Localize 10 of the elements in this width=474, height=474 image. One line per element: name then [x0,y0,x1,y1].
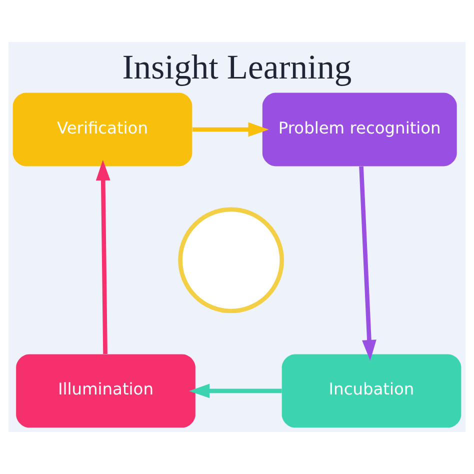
arrow [189,384,282,398]
node-box: Incubation [282,354,462,428]
node-box: Verification [12,92,192,166]
node-box: Problem recognition [262,92,457,166]
arrow [359,166,376,361]
node-box: Illumination [16,354,196,428]
node-circle [178,207,284,314]
arrow [96,160,110,354]
diagram-title: Insight Learning [122,48,352,86]
arrow [192,122,269,137]
